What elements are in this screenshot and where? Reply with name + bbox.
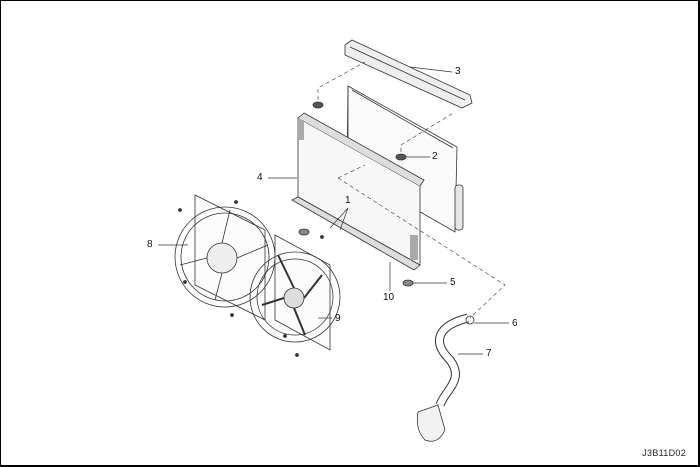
callout-1: 1: [345, 195, 351, 206]
leader-lines: [158, 66, 509, 355]
callout-4: 4: [257, 172, 263, 183]
callout-6: 6: [512, 318, 518, 329]
upper-isolator: [312, 101, 324, 109]
radiator-hose: [435, 313, 475, 407]
callout-8: 8: [147, 239, 153, 250]
hose-clamp: [465, 315, 475, 325]
upper-isolator-2: [395, 153, 407, 161]
callout-2: 2: [432, 151, 438, 162]
lower-isolator: [402, 279, 414, 287]
callout-9: 9: [335, 313, 341, 324]
callout-5: 5: [450, 277, 456, 288]
fan-shroud-right: [249, 234, 341, 351]
lower-isolator-left: [298, 228, 310, 236]
figure-code: J3B11D02: [642, 448, 686, 458]
alignment-lines: [317, 61, 506, 319]
callout-10: 10: [383, 292, 395, 303]
callout-7: 7: [486, 348, 492, 359]
upper-support-bracket: [344, 39, 473, 109]
bolts: [178, 200, 324, 357]
coolant-reservoir: [416, 404, 446, 442]
fan-shroud-left: [174, 194, 276, 321]
callout-3: 3: [455, 66, 461, 77]
